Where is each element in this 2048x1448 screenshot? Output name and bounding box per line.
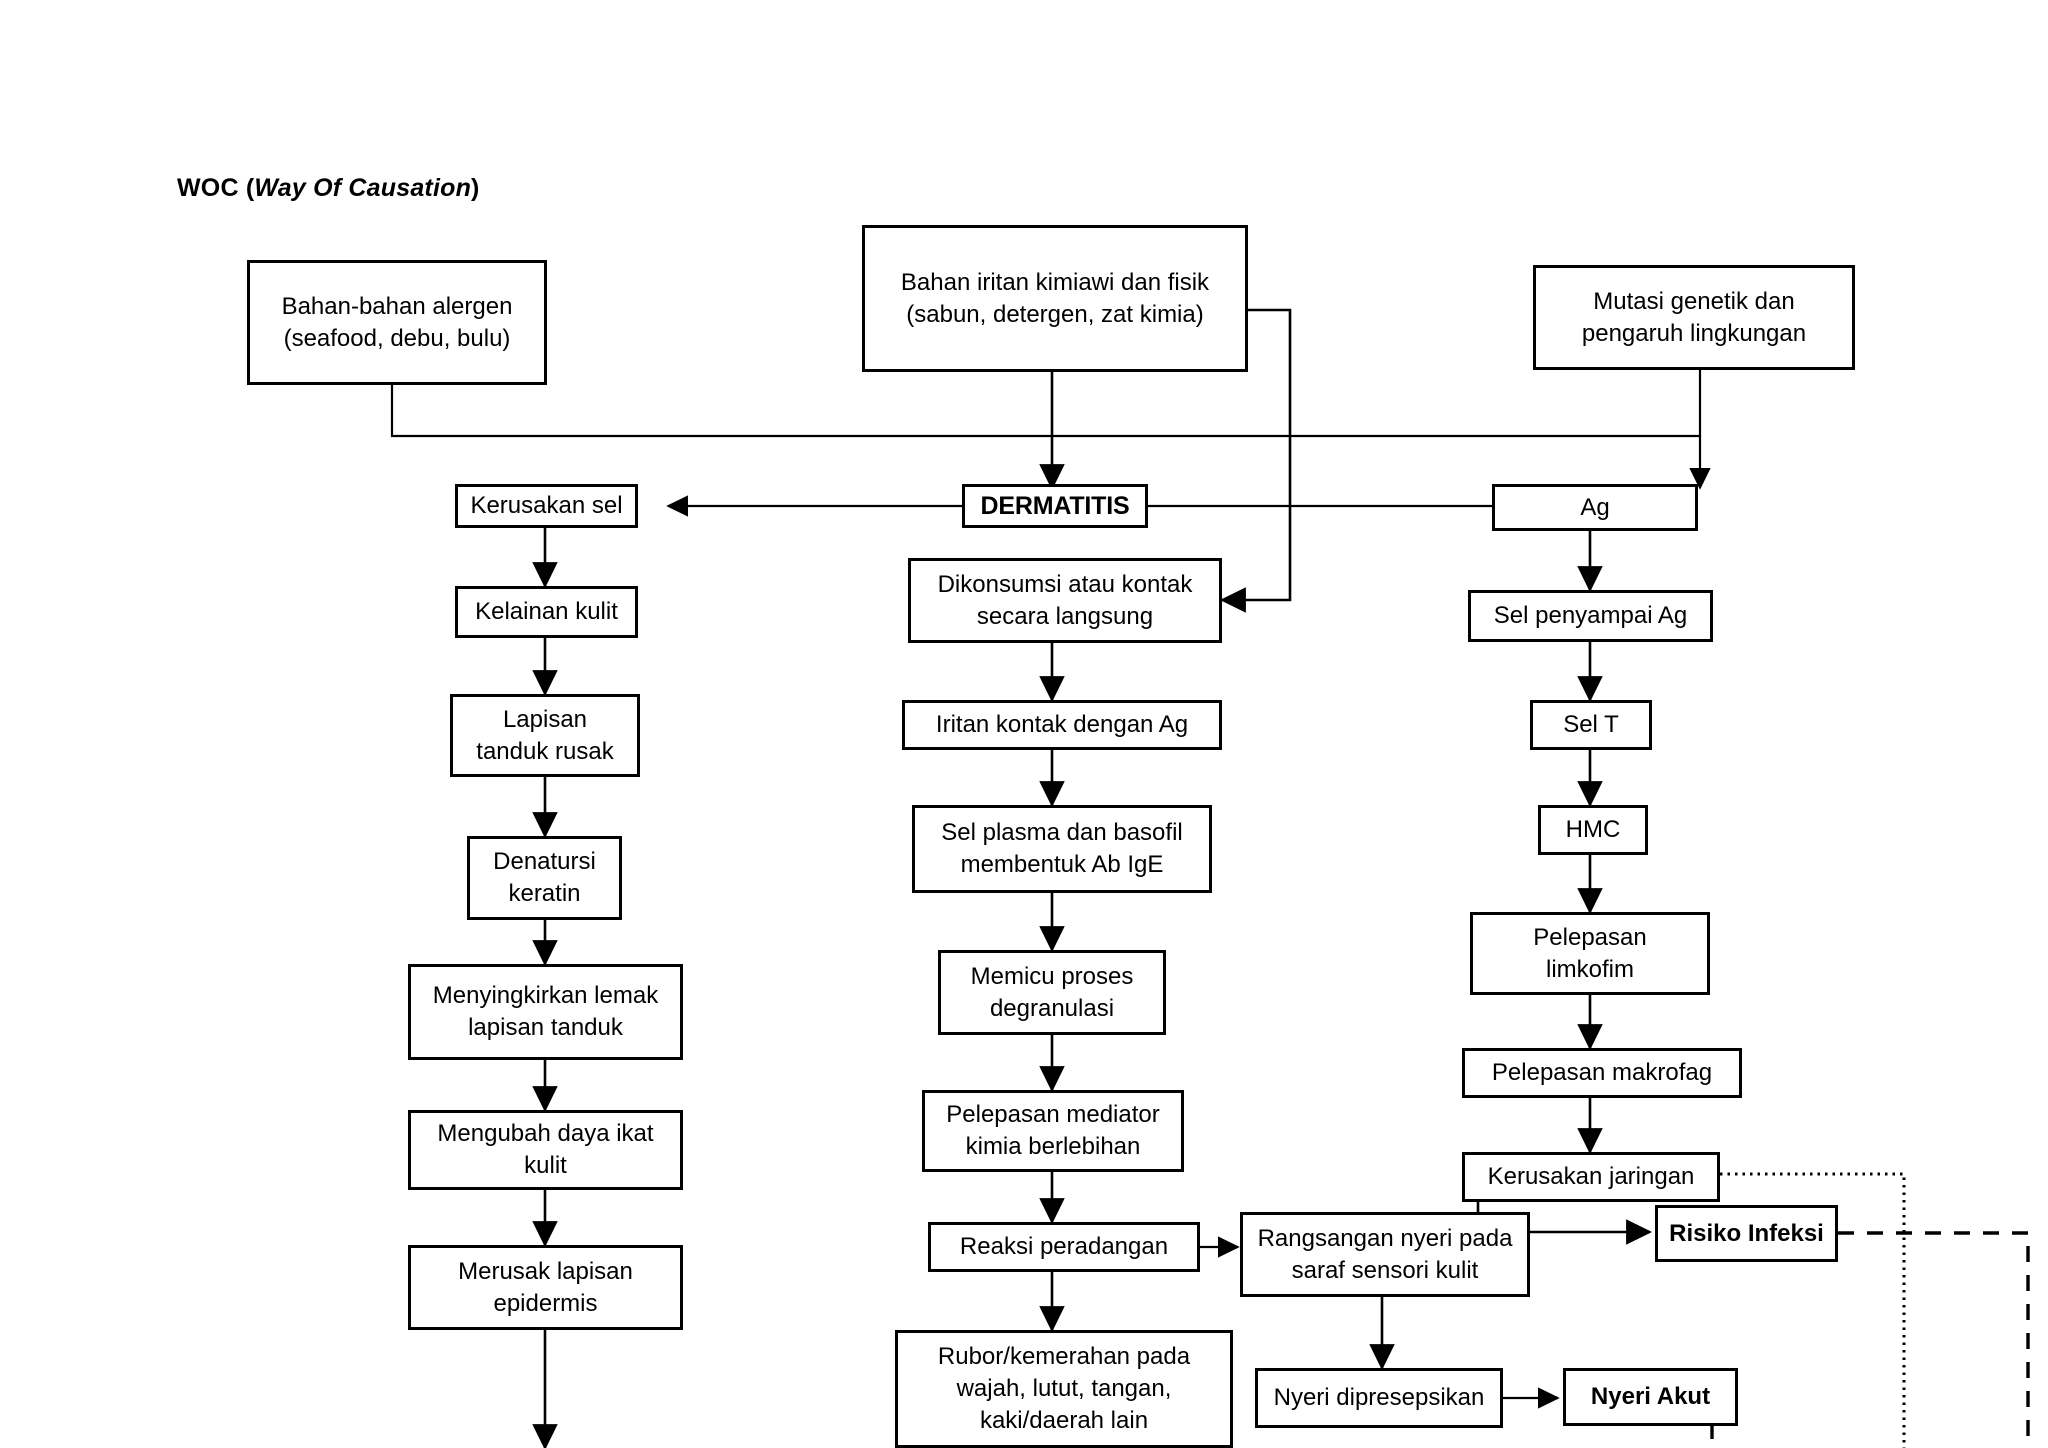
node-risiko-infeksi-label: Risiko Infeksi bbox=[1669, 1219, 1824, 1247]
node-mutasi[interactable]: Mutasi genetik dan pengaruh lingkungan bbox=[1533, 265, 1855, 370]
node-lapisan-tanduk[interactable]: Lapisan tanduk rusak bbox=[450, 694, 640, 777]
node-iritan-kontak-label: Iritan kontak dengan Ag bbox=[935, 711, 1189, 739]
edge-risiko-infeksi-dashed-offpage bbox=[1838, 1231, 2030, 1448]
node-iritan-label: Bahan iritan kimiawi dan fisik (sabun, d… bbox=[900, 268, 1210, 328]
node-sel-plasma[interactable]: Sel plasma dan basofil membentuk Ab IgE bbox=[912, 805, 1212, 893]
node-memicu[interactable]: Memicu proses degranulasi bbox=[938, 950, 1166, 1035]
node-ag-label: Ag bbox=[1580, 493, 1610, 521]
node-pelepasan-limkofim-label: Pelepasan limkofim bbox=[1533, 923, 1647, 983]
node-iritan-kontak[interactable]: Iritan kontak dengan Ag bbox=[902, 700, 1222, 750]
node-merusak-label: Merusak lapisan epidermis bbox=[458, 1257, 633, 1317]
node-dikonsumsi[interactable]: Dikonsumsi atau kontak secara langsung bbox=[908, 558, 1222, 643]
node-kelainan-kulit[interactable]: Kelainan kulit bbox=[455, 586, 638, 638]
node-kerusakan-jaringan-label: Kerusakan jaringan bbox=[1487, 1163, 1695, 1191]
node-alergen-label: Bahan-bahan alergen (seafood, debu, bulu… bbox=[281, 292, 513, 352]
node-hmc-label: HMC bbox=[1565, 816, 1621, 844]
title-emphasis: Way Of Causation bbox=[254, 174, 472, 202]
node-kerusakan-sel-label: Kerusakan sel bbox=[470, 492, 623, 520]
node-dermatitis[interactable]: DERMATITIS bbox=[962, 484, 1148, 528]
node-pelepasan-makrofag[interactable]: Pelepasan makrofag bbox=[1462, 1048, 1742, 1098]
node-iritan[interactable]: Bahan iritan kimiawi dan fisik (sabun, d… bbox=[862, 225, 1248, 372]
node-menyingkirkan[interactable]: Menyingkirkan lemak lapisan tanduk bbox=[408, 964, 683, 1060]
node-mengubah-label: Mengubah daya ikat kulit bbox=[437, 1120, 654, 1179]
node-alergen[interactable]: Bahan-bahan alergen (seafood, debu, bulu… bbox=[247, 260, 547, 385]
title-suffix: ) bbox=[471, 174, 480, 202]
page-title: WOC (Way Of Causation) bbox=[177, 174, 480, 203]
node-lapisan-tanduk-label: Lapisan tanduk rusak bbox=[476, 705, 614, 765]
node-rubor[interactable]: Rubor/kemerahan pada wajah, lutut, tanga… bbox=[895, 1330, 1233, 1448]
node-merusak[interactable]: Merusak lapisan epidermis bbox=[408, 1245, 683, 1330]
node-kerusakan-jaringan[interactable]: Kerusakan jaringan bbox=[1462, 1152, 1720, 1202]
node-pelepasan-limkofim[interactable]: Pelepasan limkofim bbox=[1470, 912, 1710, 995]
node-dikonsumsi-label: Dikonsumsi atau kontak secara langsung bbox=[937, 570, 1193, 630]
node-sel-plasma-label: Sel plasma dan basofil membentuk Ab IgE bbox=[941, 819, 1183, 878]
node-sel-penyampai-label: Sel penyampai Ag bbox=[1493, 602, 1688, 630]
node-sel-penyampai[interactable]: Sel penyampai Ag bbox=[1468, 590, 1713, 642]
node-menyingkirkan-label: Menyingkirkan lemak lapisan tanduk bbox=[432, 982, 659, 1041]
node-kerusakan-sel[interactable]: Kerusakan sel bbox=[455, 484, 638, 528]
node-mutasi-label: Mutasi genetik dan pengaruh lingkungan bbox=[1581, 287, 1807, 347]
node-rangsangan[interactable]: Rangsangan nyeri pada saraf sensori kuli… bbox=[1240, 1212, 1530, 1297]
node-kelainan-kulit-label: Kelainan kulit bbox=[475, 598, 618, 626]
node-reaksi-peradangan[interactable]: Reaksi peradangan bbox=[928, 1222, 1200, 1272]
title-prefix: WOC ( bbox=[177, 174, 255, 202]
node-memicu-label: Memicu proses degranulasi bbox=[970, 962, 1134, 1022]
node-denatursi[interactable]: Denatursi keratin bbox=[467, 836, 622, 920]
edge-alergen-to-ag bbox=[390, 385, 1711, 490]
node-sel-t[interactable]: Sel T bbox=[1530, 700, 1652, 750]
node-denatursi-label: Denatursi keratin bbox=[493, 848, 596, 907]
node-nyeri-akut-label: Nyeri Akut bbox=[1590, 1383, 1711, 1411]
node-dermatitis-label: DERMATITIS bbox=[980, 491, 1130, 520]
node-rubor-label: Rubor/kemerahan pada wajah, lutut, tanga… bbox=[937, 1343, 1191, 1434]
node-rangsangan-label: Rangsangan nyeri pada saraf sensori kuli… bbox=[1257, 1224, 1513, 1284]
node-sel-t-label: Sel T bbox=[1563, 711, 1619, 739]
node-hmc[interactable]: HMC bbox=[1538, 805, 1648, 855]
node-mengubah[interactable]: Mengubah daya ikat kulit bbox=[408, 1110, 683, 1190]
node-nyeri-dipresepsikan[interactable]: Nyeri dipresepsikan bbox=[1255, 1368, 1503, 1428]
node-ag[interactable]: Ag bbox=[1492, 484, 1698, 531]
node-nyeri-dipresepsikan-label: Nyeri dipresepsikan bbox=[1273, 1384, 1485, 1412]
node-pelepasan-mediator-label: Pelepasan mediator kimia berlebihan bbox=[946, 1101, 1160, 1160]
node-pelepasan-makrofag-label: Pelepasan makrofag bbox=[1491, 1059, 1713, 1087]
node-reaksi-peradangan-label: Reaksi peradangan bbox=[959, 1233, 1169, 1261]
node-risiko-infeksi[interactable]: Risiko Infeksi bbox=[1655, 1205, 1838, 1262]
node-pelepasan-mediator[interactable]: Pelepasan mediator kimia berlebihan bbox=[922, 1090, 1184, 1172]
node-nyeri-akut[interactable]: Nyeri Akut bbox=[1563, 1368, 1738, 1426]
